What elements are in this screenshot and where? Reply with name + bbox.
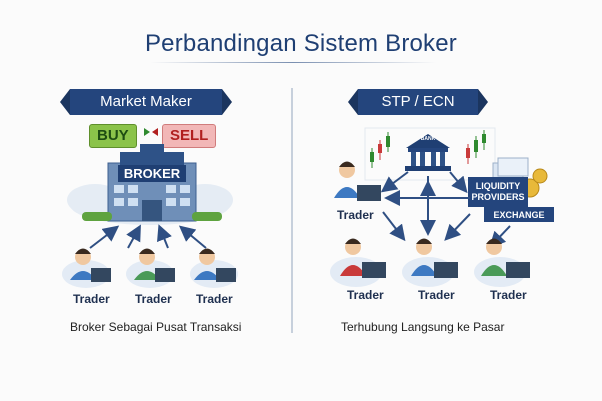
trader-icon-left-2 <box>126 248 175 288</box>
buy-sell-arrow-icon <box>144 128 158 136</box>
trader-icon-left-3 <box>190 248 238 288</box>
market-maker-heading: Market Maker <box>60 89 232 115</box>
trader-label-left-1: Trader <box>73 292 110 306</box>
trader-label-right-3: Trader <box>490 288 527 302</box>
title-underline <box>150 62 436 63</box>
trader-icon-right-2 <box>402 238 458 287</box>
trader-icon-top <box>334 161 381 201</box>
left-arrows <box>89 224 207 249</box>
trader-label-right-1: Trader <box>347 288 384 302</box>
stp-ecn-caption: Terhubung Langsung ke Pasar <box>341 320 505 334</box>
bank-icon <box>405 134 451 171</box>
trader-label-left-3: Trader <box>196 292 233 306</box>
bank-label: BANK <box>421 136 436 142</box>
broker-building-icon <box>82 144 222 222</box>
page-title: Perbandingan Sistem Broker <box>144 30 458 57</box>
trader-icon-right-3 <box>474 238 530 287</box>
trader-icon-right-1 <box>330 238 386 287</box>
sell-tag: SELL <box>162 124 217 148</box>
market-maker-caption: Broker Sebagai Pusat Transaksi <box>70 320 242 334</box>
exchange-label: EXCHANGE <box>493 210 544 220</box>
buy-tag: BUY <box>89 124 137 148</box>
trader-label-left-2: Trader <box>135 292 172 306</box>
liquidity-label-line2: PROVIDERS <box>471 192 524 202</box>
trader-icon-left-1 <box>62 248 111 288</box>
document-stack-icon <box>492 157 529 182</box>
trader-label-right-2: Trader <box>418 288 455 302</box>
section-divider <box>291 88 293 333</box>
stp-ecn-heading: STP / ECN <box>348 89 488 115</box>
exchange-box <box>484 207 554 222</box>
liquidity-label-line1: LIQUIDITY <box>476 181 521 191</box>
trader-label-top: Trader <box>337 208 374 222</box>
liquidity-providers-box <box>468 177 528 207</box>
broker-label: BROKER <box>124 166 181 181</box>
